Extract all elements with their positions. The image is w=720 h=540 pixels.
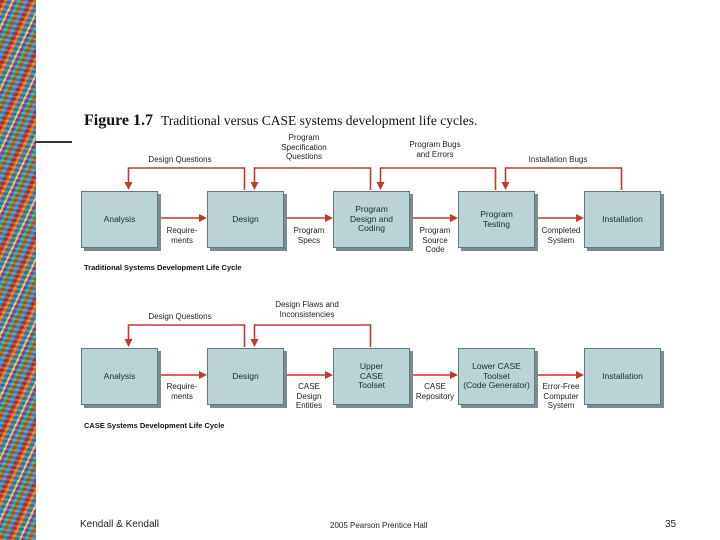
feedback-label-trad-1: Design Questions — [148, 155, 212, 164]
feedback-label-trad-4: Installation Bugs — [528, 155, 588, 164]
case-between-2: CASE Design Entities — [295, 382, 323, 411]
trad-box-design: Design — [207, 191, 284, 248]
feedback-label-case-1: Design Questions — [148, 312, 212, 321]
case-box-upper-case: Upper CASE Toolset — [333, 348, 410, 405]
case-box-analysis: Analysis — [81, 348, 158, 405]
sdlc-diagram: Design Questions Program Specification Q… — [72, 130, 672, 435]
feedback-label-case-2: Design Flaws and Inconsistencies — [275, 300, 339, 319]
case-feedback-arrow-2 — [250, 324, 372, 347]
trad-section-label: Traditional Systems Development Life Cyc… — [84, 263, 242, 272]
case-between-1: Require- ments — [166, 382, 198, 401]
case-between-3: CASE Repository — [415, 382, 455, 401]
feedback-label-trad-2: Program Specification Questions — [281, 133, 327, 162]
figure-title: Figure 1.7 Traditional versus CASE syste… — [84, 112, 477, 130]
feedback-label-trad-3: Program Bugs and Errors — [409, 140, 461, 159]
footer-page-number: 35 — [665, 519, 677, 530]
trad-box-program-testing: Program Testing — [458, 191, 535, 248]
footer-copyright: 2005 Pearson Prentice Hall — [330, 521, 428, 530]
case-box-installation: Installation — [584, 348, 661, 405]
flow-arrows — [124, 167, 623, 379]
case-box-design: Design — [207, 348, 284, 405]
figure-number: Figure 1.7 — [84, 112, 154, 129]
trad-feedback-arrow-4 — [501, 167, 623, 190]
trad-feedback-arrow-2 — [250, 167, 372, 190]
decorative-stripe-border — [0, 0, 36, 540]
trad-box-program-design: Program Design and Coding — [333, 191, 410, 248]
trad-feedback-arrow-3 — [376, 167, 497, 190]
trad-box-installation: Installation — [584, 191, 661, 248]
trad-between-4: Completed System — [541, 226, 581, 245]
title-rule — [36, 141, 72, 143]
trad-box-analysis: Analysis — [81, 191, 158, 248]
trad-between-1: Require- ments — [166, 226, 198, 245]
case-between-4: Error-Free Computer System — [542, 382, 580, 411]
figure-caption: Traditional versus CASE systems developm… — [161, 113, 478, 128]
case-feedback-arrow-1 — [124, 324, 246, 347]
trad-between-2: Program Specs — [293, 226, 325, 245]
footer-author: Kendall & Kendall — [80, 519, 159, 530]
case-box-lower-case: Lower CASE Toolset (Code Generator) — [458, 348, 535, 405]
trad-between-3: Program Source Code — [419, 226, 451, 255]
case-section-label: CASE Systems Development Life Cycle — [84, 421, 225, 430]
trad-feedback-arrow-1 — [124, 167, 246, 190]
